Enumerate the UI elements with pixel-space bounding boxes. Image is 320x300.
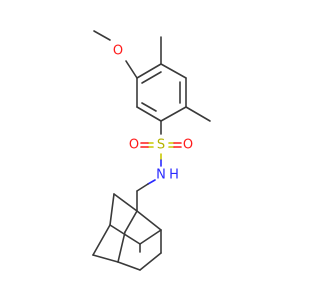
structure-diagram: O S O O N H	[92, 30, 211, 271]
bond-methoxy-o-ring	[125, 60, 138, 79]
atom-label-hydrogen: H	[169, 168, 179, 183]
atom-label-methoxy-o: O	[113, 44, 123, 59]
bond-methoxy-ch3	[93, 30, 111, 41]
atom-label-nitrogen: N	[156, 168, 166, 183]
atom-label-sulfur: S	[157, 138, 165, 153]
bond-n-ch2	[147, 179, 156, 185]
bond-methyl-right	[185, 106, 211, 122]
benzene-ring	[136, 63, 187, 122]
adamantane-cage	[92, 193, 162, 271]
atom-label-sulfonyl-o-left: O	[129, 138, 139, 153]
atom-label-sulfonyl-o-right: O	[183, 138, 193, 153]
molecule-svg: O S O O N H	[92, 30, 211, 271]
